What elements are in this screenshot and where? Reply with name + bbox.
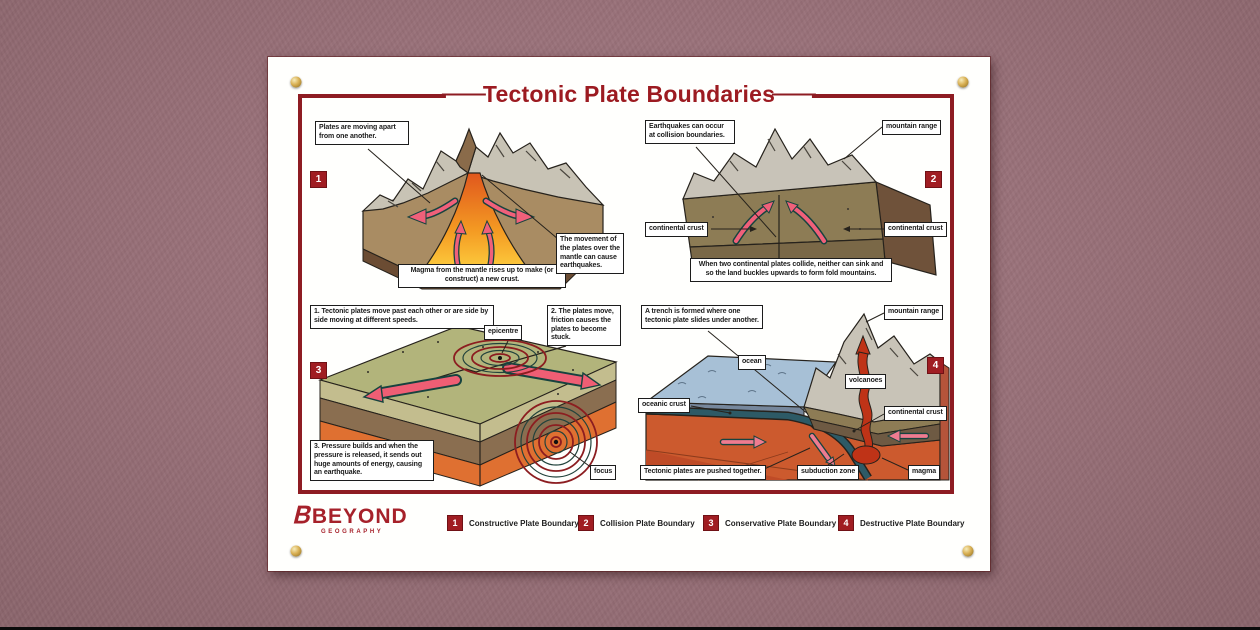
- convergent-arrows: [732, 200, 828, 245]
- focus-rings: [514, 400, 598, 484]
- legend-badge-1: 1: [447, 515, 463, 531]
- badge-1: 1: [310, 171, 327, 188]
- label-continental-crust-right: continental crust: [884, 222, 947, 237]
- brand-logo: BBEYOND GEOGRAPHY: [290, 500, 408, 535]
- constructive-boundary-diagram: [361, 127, 605, 290]
- legend-item-conservative: 3 Conservative Plate Boundary: [703, 515, 836, 531]
- legend-item-destructive: 4 Destructive Plate Boundary: [838, 515, 964, 531]
- bottom-edge-bar: [0, 627, 1260, 630]
- title-dash-left: —: [441, 83, 486, 105]
- badge-2: 2: [925, 171, 942, 188]
- label-mountain-range-2: mountain range: [882, 120, 942, 135]
- label-plates-moving-apart: Plates are moving apart from one another…: [315, 121, 409, 145]
- arrowhead: [843, 226, 850, 232]
- leader-lines: [695, 126, 884, 238]
- label-ocean: ocean: [738, 355, 766, 370]
- badge-4: 4: [927, 357, 944, 374]
- label-magma-rises: Magma from the mantle rises up to make (…: [398, 264, 566, 288]
- magma-chamber: [851, 445, 881, 465]
- label-trench: A trench is formed where one tectonic pl…: [641, 305, 763, 329]
- label-subduction-zone: subduction zone: [797, 465, 860, 480]
- mountain-crevices: [837, 327, 919, 377]
- mountain-crevices: [387, 144, 571, 208]
- label-plate-movement: The movement of the plates over the mant…: [556, 233, 624, 274]
- pin-bottom-right: [962, 545, 974, 557]
- pin-top-left: [290, 76, 302, 88]
- divergent-arrows: [406, 197, 536, 225]
- legend-badge-3: 3: [703, 515, 719, 531]
- label-step2-conservative: 2. The plates move, friction causes the …: [547, 305, 621, 346]
- title-dash-right: —: [772, 83, 817, 105]
- pin-top-right: [957, 76, 969, 88]
- legend-item-collision: 2 Collision Plate Boundary: [578, 515, 695, 531]
- label-epicentre: epicentre: [484, 325, 523, 340]
- brand-tagline: GEOGRAPHY: [321, 529, 384, 535]
- legend-item-constructive: 1 Constructive Plate Boundary: [447, 515, 579, 531]
- badge-3: 3: [310, 362, 327, 379]
- label-earthquakes-collision: Earthquakes can occur at collision bound…: [645, 120, 735, 144]
- label-volcanoes: volcanoes: [845, 374, 887, 389]
- leader-lines: [690, 312, 909, 471]
- label-step1-conservative: 1. Tectonic plates move past each other …: [310, 305, 494, 329]
- rising-magma-arrows: [453, 219, 495, 270]
- legend-badge-2: 2: [578, 515, 594, 531]
- label-collision-caption: When two continental plates collide, nei…: [690, 258, 892, 282]
- wave-marks: [677, 364, 787, 399]
- page-title: — Tectonic Plate Boundaries —: [441, 81, 817, 108]
- arrowhead: [750, 226, 757, 232]
- label-continental-crust-left: continental crust: [645, 222, 708, 237]
- label-continental-crust-4: continental crust: [884, 406, 947, 421]
- pin-bottom-left: [290, 545, 302, 557]
- epicentre-rings: [453, 339, 547, 377]
- brand-name: BBEYOND: [290, 500, 408, 531]
- label-focus: focus: [590, 465, 617, 480]
- destructive-boundary-diagram: [644, 312, 950, 481]
- label-plates-pushed: Tectonic plates are pushed together.: [640, 465, 766, 480]
- label-oceanic-crust: oceanic crust: [638, 398, 690, 413]
- label-step3-conservative: 3. Pressure builds and when the pressure…: [310, 440, 434, 481]
- poster: — Tectonic Plate Boundaries —: [268, 57, 990, 571]
- label-magma: magma: [908, 465, 941, 480]
- mountain-crevices: [729, 138, 852, 172]
- label-mountain-range-4: mountain range: [884, 305, 944, 320]
- leader-lines: [367, 148, 559, 240]
- leader-lines: [501, 340, 593, 469]
- surface-dots: [367, 341, 574, 398]
- plate-motion-arrows: [719, 429, 930, 467]
- legend-badge-4: 4: [838, 515, 854, 531]
